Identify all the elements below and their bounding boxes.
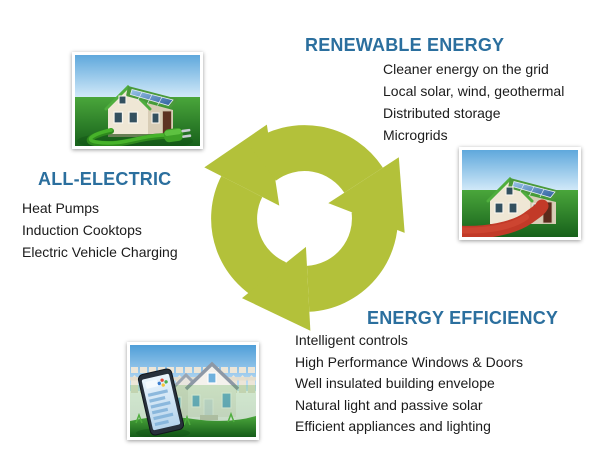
house-red-path-illustration: [462, 150, 578, 237]
list-item: High Performance Windows & Doors: [295, 353, 523, 370]
list-item: Induction Cooktops: [22, 222, 142, 238]
energy-efficiency-list: Intelligent controls High Performance Wi…: [295, 330, 523, 438]
list-item: Well insulated building envelope: [295, 375, 495, 391]
list-item: Microgrids: [383, 127, 448, 143]
list-item: Efficient appliances and lighting: [295, 418, 491, 434]
list-item: Heat Pumps: [22, 200, 100, 216]
renewable-house-image: [459, 147, 581, 240]
all-electric-title: ALL-ELECTRIC: [38, 169, 172, 189]
list-item: Local solar, wind, geothermal: [383, 83, 565, 99]
house-power-cord-illustration: [75, 55, 200, 146]
efficiency-house-image: [127, 342, 259, 440]
list-item: Cleaner energy on the grid: [383, 61, 549, 77]
smart-home-phone-illustration: [130, 345, 256, 437]
energy-efficiency-title: ENERGY EFFICIENCY: [367, 308, 559, 328]
all-electric-house-image: [72, 52, 203, 149]
all-electric-list: Heat Pumps Induction Cooktops Electric V…: [22, 197, 178, 263]
renewable-energy-list: Cleaner energy on the grid Local solar, …: [383, 58, 564, 146]
list-item: Natural light and passive solar: [295, 396, 483, 413]
renewable-energy-title: RENEWABLE ENERGY: [305, 35, 505, 55]
list-item: Electric Vehicle Charging: [22, 244, 178, 260]
list-item: Distributed storage: [383, 105, 501, 121]
cycle-arrows-icon: [192, 106, 417, 331]
list-item: Intelligent controls: [295, 332, 408, 348]
